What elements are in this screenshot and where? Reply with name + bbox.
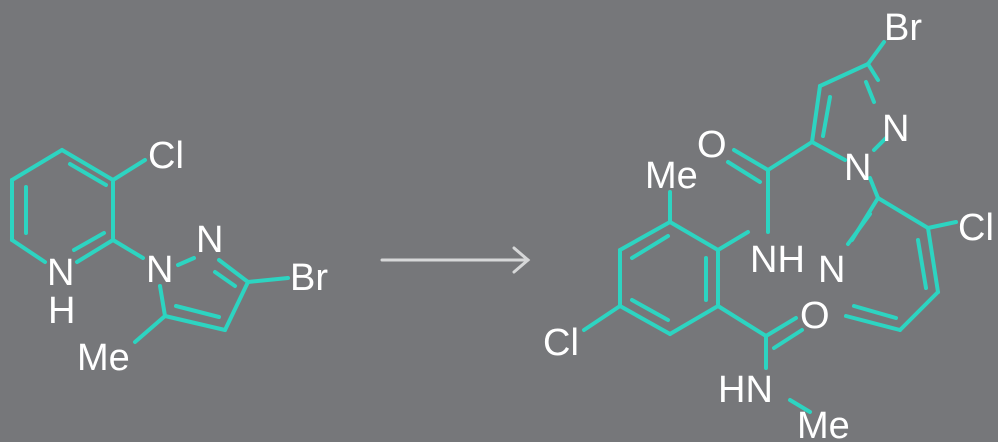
reactant-me-bond [133, 314, 167, 344]
reactant-pyrazole-n1-label: N [146, 249, 173, 291]
product-methyl-top-label: Me [645, 155, 698, 197]
product-nh-label: NH [750, 239, 805, 281]
product-n-me-bond [788, 398, 812, 414]
reactant-bromine-label: Br [290, 257, 328, 299]
reactant-pyrazole-n2-label: N [196, 219, 223, 261]
product-hn-label: HN [718, 369, 773, 411]
product-carbonyl-top [726, 148, 770, 184]
product-br-bond [866, 40, 886, 66]
product-methyl-bottom-label: Me [797, 405, 850, 442]
product-nh-aryl-bond [716, 230, 750, 252]
reactant-pyrazole-ring [158, 256, 250, 332]
product-pyrazole-carbonyl-bond [766, 140, 814, 172]
product-pyridine-ring [844, 196, 940, 332]
reactant-molecule: Cl N H N N Br Me [10, 135, 328, 379]
product-aryl-amide-bond [716, 304, 768, 338]
product-molecule: Br O N N Me NH Cl N O Cl HN Me [543, 7, 994, 442]
product-cl-left-bond [582, 304, 622, 332]
reactant-aryl-n-bond [111, 238, 145, 260]
product-pyrazole-n2-label: N [882, 108, 909, 150]
reactant-methyl-label: Me [77, 337, 130, 379]
product-pyrazole-n1-label: N [844, 147, 871, 189]
product-pyrazole-ring [810, 62, 888, 162]
reactant-chlorine-label: Cl [148, 135, 184, 177]
product-chlorine-left-label: Cl [543, 322, 579, 364]
reactant-br-bond [246, 276, 290, 284]
product-pyridine-n-label: N [818, 249, 845, 291]
reaction-arrow [380, 246, 531, 274]
product-chlorine-right-label: Cl [958, 207, 994, 249]
product-oxygen-top-label: O [697, 124, 727, 166]
reactant-pyridine-ring [10, 148, 115, 264]
reactant-pyridine-n-label: N [47, 252, 74, 294]
reactant-pyridine-h-label: H [48, 290, 75, 332]
product-benzene-ring [618, 220, 720, 336]
product-carbonyl-amide [764, 316, 804, 350]
product-n-pyridine-link [868, 176, 880, 200]
product-bromine-label: Br [884, 7, 922, 49]
product-cl-right-bond [926, 220, 958, 230]
product-oxygen-amide-label: O [800, 295, 830, 337]
reactant-cl-bond [111, 158, 147, 182]
